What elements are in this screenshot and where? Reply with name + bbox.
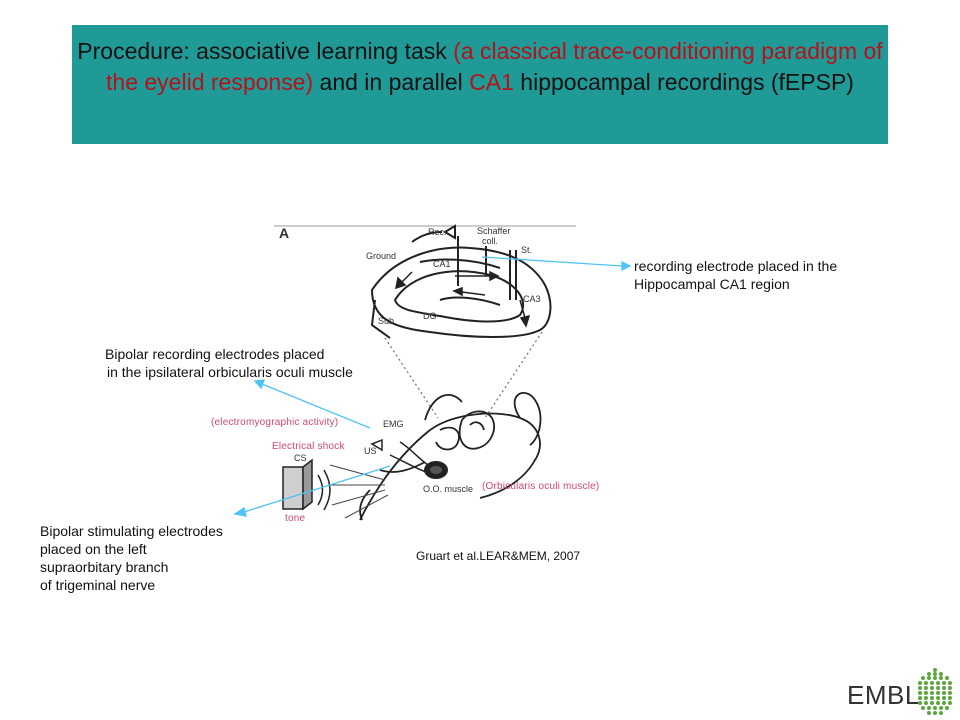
embl-logo-dots	[918, 668, 952, 715]
hippocampus-drawing	[370, 246, 552, 339]
schaffer-coll-label: coll.	[482, 236, 499, 246]
bipolar-recording-note-1: Bipolar recording electrodes placed	[105, 346, 325, 362]
recording-electrode-note-1: recording electrode placed in the	[634, 258, 838, 274]
title-text-1: Procedure: associative learning task	[77, 38, 454, 64]
sub-label: Sub.	[378, 316, 397, 326]
panel-label: A	[279, 225, 290, 241]
bipolar-recording-note-2: in the ipsilateral orbicularis oculi mus…	[107, 364, 353, 380]
ca1-label: CA1	[433, 259, 451, 269]
dg-label: DG	[423, 311, 437, 321]
cs-label: CS	[294, 453, 307, 463]
electrical-shock-note: Electrical shock	[272, 441, 345, 452]
st-label: St.	[521, 245, 533, 255]
bipolar-stim-note-4: of trigeminal nerve	[40, 577, 156, 593]
citation: Gruart et al.LEAR&MEM, 2007	[416, 549, 581, 563]
us-label: US	[364, 446, 377, 456]
tone-note: tone	[285, 513, 306, 524]
circuit-arrows	[395, 270, 531, 328]
speaker-drawing	[282, 458, 331, 511]
schaffer-label: Schaffer	[477, 226, 511, 236]
title-band	[72, 25, 888, 144]
emg-wires	[370, 438, 429, 473]
oo-muscle-label: O.O. muscle	[423, 484, 474, 494]
ca3-label: CA3	[523, 294, 541, 304]
embl-logo-text: EMBL	[847, 680, 920, 710]
title-text-2: (a classical trace-conditioning paradigm…	[106, 38, 883, 95]
bipolar-stim-note-1: Bipolar stimulating electrodes	[40, 523, 223, 539]
ground-label: Ground	[366, 251, 397, 261]
electrodes-drawing	[411, 224, 517, 300]
title-text-3: and in parallel	[313, 69, 470, 95]
rat-eye-inner	[430, 466, 442, 474]
title-text-4: CA1	[469, 69, 514, 95]
emg-label: EMG	[383, 419, 404, 429]
slide-title: Procedure: associative learning task (a …	[72, 36, 888, 98]
title-text-5: hippocampal recordings (fEPSP)	[513, 69, 854, 95]
bipolar-stim-note-2: placed on the left	[40, 541, 147, 557]
projection-lines	[384, 331, 543, 419]
emg-activity-note: (electromyographic activity)	[211, 417, 339, 428]
recording-electrode-note-2: Hippocampal CA1 region	[634, 276, 790, 292]
rec-label: Rec.	[428, 227, 447, 237]
orbicularis-note: (Orbicularis oculi muscle)	[482, 481, 600, 492]
whiskers-drawing	[328, 464, 389, 519]
pointer-lines	[233, 256, 632, 517]
rat-head-drawing	[359, 392, 542, 521]
bipolar-stim-note-3: supraorbitary branch	[40, 559, 169, 575]
